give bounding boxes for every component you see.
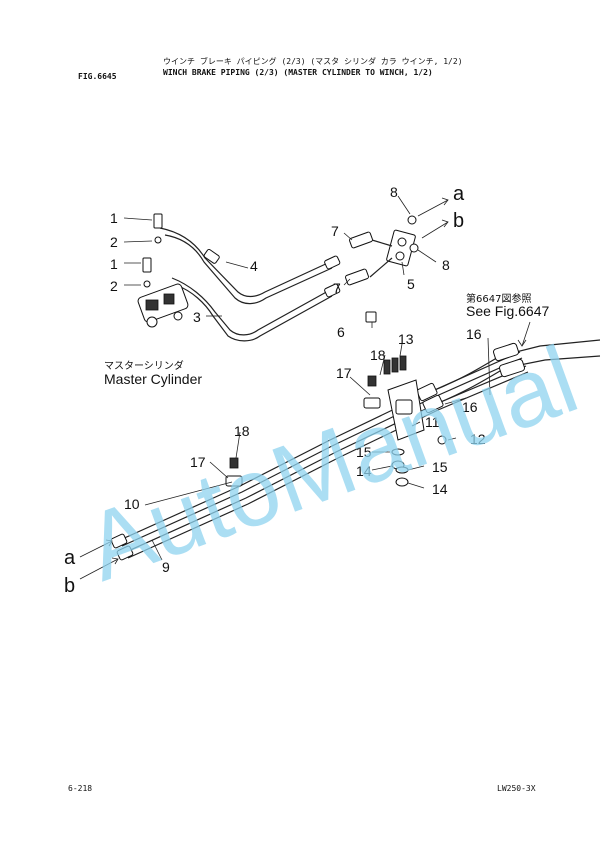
bolt-18-upper bbox=[367, 375, 377, 387]
pipe-4 bbox=[159, 227, 331, 298]
washer-15-a bbox=[391, 448, 405, 456]
label-3: 3 bbox=[193, 309, 201, 325]
label-7-top: 7 bbox=[331, 223, 339, 239]
bracket-11 bbox=[383, 355, 425, 441]
label-5: 5 bbox=[407, 276, 415, 292]
title-english: WINCH BRAKE PIPING (2/3) (MASTER CYLINDE… bbox=[163, 68, 433, 77]
label-17-lower: 17 bbox=[190, 454, 206, 470]
model-number: LW250-3X bbox=[497, 784, 536, 793]
label-b-top: b bbox=[453, 210, 464, 232]
label-a-top: a bbox=[453, 183, 465, 205]
bolt-6 bbox=[365, 311, 377, 323]
label-master-cylinder-jp: マスターシリンダ bbox=[104, 359, 184, 372]
clamp-17-upper bbox=[363, 375, 381, 409]
label-16-lower: 16 bbox=[462, 399, 478, 415]
clip-13 bbox=[399, 355, 407, 371]
page-number: 6-218 bbox=[68, 784, 93, 793]
nut-14-b bbox=[395, 477, 409, 487]
label-1-bottom: 1 bbox=[110, 256, 118, 272]
label-8-bottom: 8 bbox=[442, 257, 450, 273]
oring-2-top bbox=[154, 236, 162, 244]
label-15-left: 15 bbox=[356, 444, 372, 460]
label-7-bottom: 7 bbox=[333, 280, 341, 296]
label-14-left: 14 bbox=[356, 463, 372, 479]
fitting-1-top bbox=[153, 213, 163, 229]
label-10: 10 bbox=[124, 496, 140, 512]
label-17-upper: 17 bbox=[336, 365, 352, 381]
bolt-12 bbox=[437, 435, 447, 445]
fitting-1-bottom bbox=[142, 257, 152, 273]
label-13: 13 bbox=[398, 331, 414, 347]
connector-block-5 bbox=[345, 215, 419, 323]
figure-number: FIG.6645 bbox=[78, 72, 117, 81]
label-b-bottom: b bbox=[64, 575, 75, 597]
label-4: 4 bbox=[250, 258, 258, 274]
oring-2-bottom bbox=[143, 280, 151, 288]
label-9: 9 bbox=[162, 559, 170, 575]
label-16-upper: 16 bbox=[466, 326, 482, 342]
label-1-top: 1 bbox=[110, 210, 118, 226]
washer-8-bottom bbox=[409, 243, 419, 253]
pipe-9 bbox=[125, 365, 527, 553]
label-see-fig-en: See Fig.6647 bbox=[466, 303, 549, 319]
label-11: 11 bbox=[425, 414, 440, 430]
elbow-7-bottom bbox=[345, 268, 369, 286]
label-18-upper: 18 bbox=[370, 347, 386, 363]
washer-8-top bbox=[407, 215, 417, 225]
master-cylinder-drawing bbox=[137, 213, 189, 328]
label-2-top: 2 bbox=[110, 234, 118, 250]
label-14-right: 14 bbox=[432, 481, 448, 497]
label-15-right: 15 bbox=[432, 459, 448, 475]
title-japanese: ウインチ ブレーキ パイピング (2/3) (マスタ シリンダ カラ ウインチ,… bbox=[163, 57, 463, 66]
label-12: 12 bbox=[470, 431, 486, 447]
label-8-top: 8 bbox=[390, 184, 398, 200]
bolt-18-lower bbox=[229, 457, 239, 469]
label-18-lower: 18 bbox=[234, 423, 250, 439]
clamp-17-lower bbox=[225, 457, 243, 487]
pipe-3 bbox=[171, 277, 331, 336]
label-master-cylinder-en: Master Cylinder bbox=[104, 371, 202, 387]
label-a-bottom: a bbox=[64, 547, 76, 569]
label-6: 6 bbox=[337, 324, 345, 340]
label-2-bottom: 2 bbox=[110, 278, 118, 294]
pipe-4-nut bbox=[203, 248, 220, 264]
label-see-fig-jp: 第6647図参照 bbox=[466, 292, 531, 305]
elbow-7-top bbox=[349, 231, 373, 249]
